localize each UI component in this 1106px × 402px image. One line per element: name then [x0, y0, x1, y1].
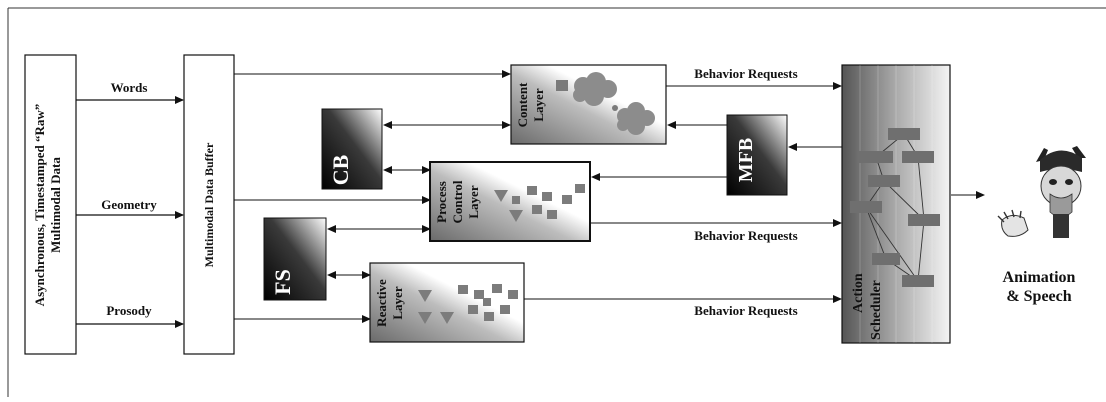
raw-data-label-line1: Asynchronous, Timestamped “Raw”: [32, 104, 47, 307]
output-label-line1: Animation: [1003, 269, 1076, 286]
process-layer-label-line2: Control: [450, 180, 465, 223]
behavior-requests-label-2: Behavior Requests: [694, 228, 797, 243]
scheduler-label-line1: Action: [851, 273, 866, 313]
content-dot-icon: [612, 105, 618, 111]
cb-store: CB: [321, 108, 383, 190]
mfb-store: MFB: [726, 114, 788, 196]
prosody-label: Prosody: [106, 303, 152, 318]
buffer-label: Multimodal Data Buffer: [202, 142, 216, 267]
words-label: Words: [111, 80, 148, 95]
content-cloud-icon-2: [617, 102, 655, 135]
reactive-layer-label-line1: Reactive: [374, 279, 389, 327]
output-label-line2: & Speech: [1006, 288, 1071, 305]
content-layer-label-line2: Layer: [531, 88, 546, 121]
reactive-layer-box: Reactive Layer: [369, 262, 525, 343]
fs-store: FS: [263, 217, 327, 301]
fs-label: FS: [270, 269, 295, 295]
behavior-requests-label-1: Behavior Requests: [694, 66, 797, 81]
content-cloud-icon-1: [573, 72, 617, 106]
raw-data-label-line2: Multimodal Data: [48, 157, 63, 253]
multimodal-data-buffer: Multimodal Data Buffer: [183, 54, 235, 355]
mfb-label: MFB: [735, 138, 757, 182]
raw-data-box: Asynchronous, Timestamped “Raw” Multimod…: [24, 54, 77, 355]
process-layer-label-line1: Process: [434, 181, 449, 223]
content-layer-box: Content Layer: [510, 64, 667, 145]
reactive-layer-label-line2: Layer: [390, 286, 405, 319]
process-layer-label-line3: Layer: [466, 185, 481, 218]
character-avatar-icon: [1036, 146, 1086, 238]
cb-label: CB: [328, 154, 353, 185]
behavior-requests-label-3: Behavior Requests: [694, 303, 797, 318]
content-layer-label-line1: Content: [515, 82, 530, 127]
process-shapes-icon: [494, 184, 585, 222]
process-control-layer-box: Process Control Layer: [429, 161, 591, 242]
scheduler-label-line2: Scheduler: [869, 280, 884, 340]
geometry-label: Geometry: [101, 197, 157, 212]
hand-icon: [997, 209, 1029, 237]
reactive-shapes-icon: [418, 284, 518, 324]
action-scheduler-box: Action Scheduler: [841, 64, 951, 344]
content-square-icon: [556, 80, 568, 91]
